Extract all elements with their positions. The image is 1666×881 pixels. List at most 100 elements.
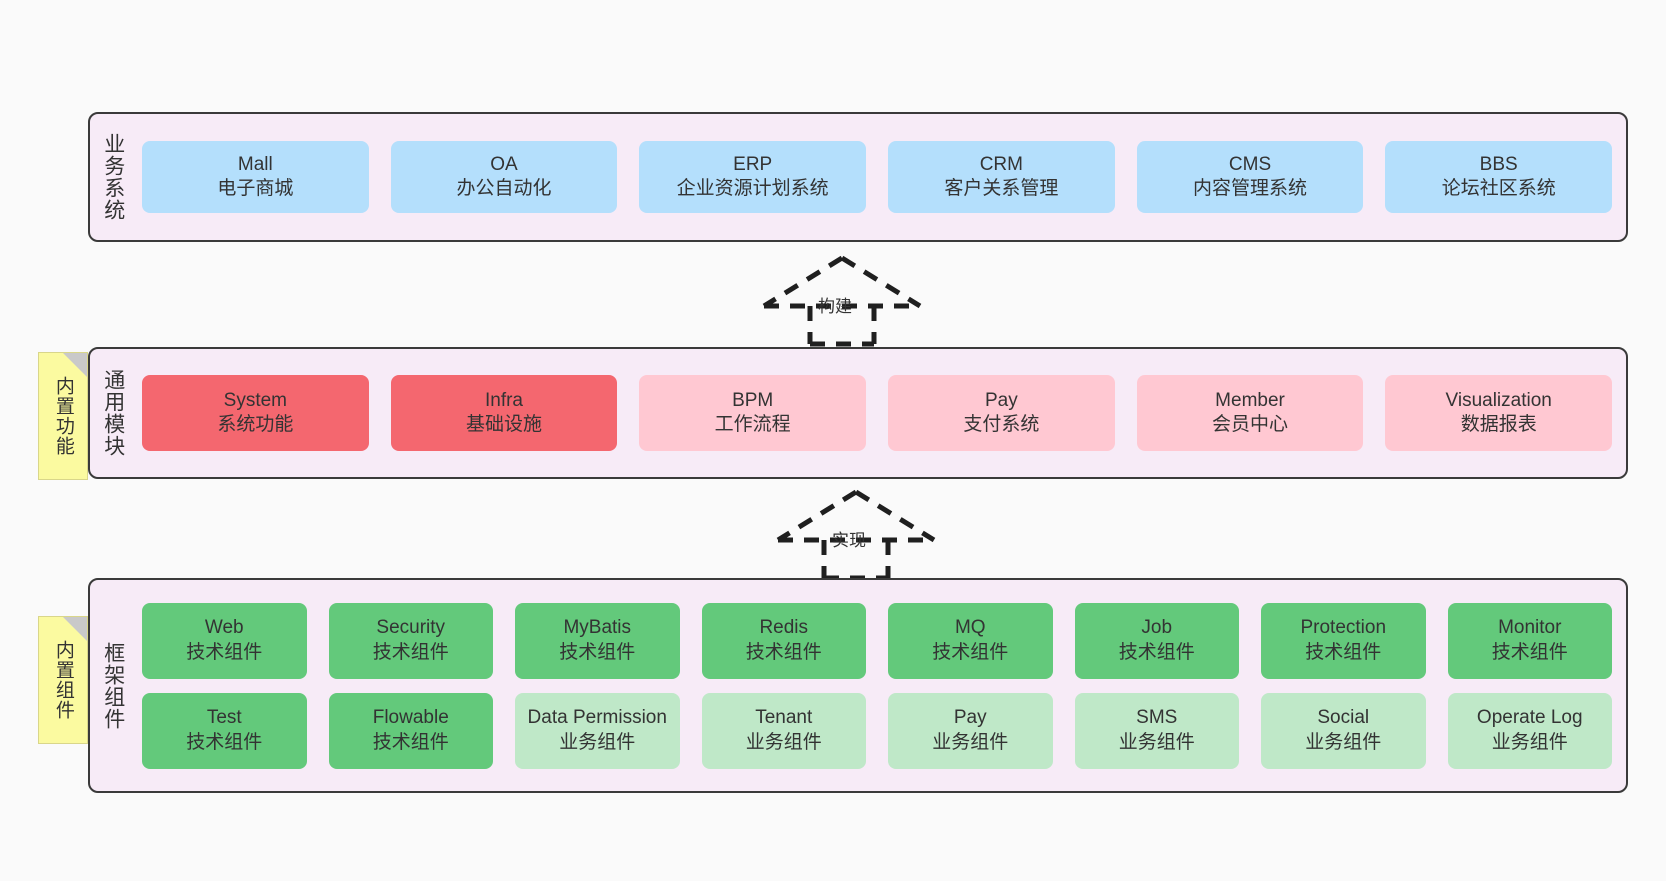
component-card-mq[interactable]: MQ 技术组件 — [888, 602, 1053, 679]
card-subtitle: 技术组件 — [372, 731, 449, 753]
card-title: Operate Log — [1476, 707, 1583, 729]
card-title: Flowable — [372, 707, 449, 729]
card-title: BPM — [732, 389, 774, 411]
component-card-web[interactable]: Web 技术组件 — [142, 602, 307, 679]
card-title: Member — [1215, 389, 1285, 411]
module-card-pay[interactable]: Pay 支付系统 — [888, 375, 1115, 451]
card-title: System — [223, 389, 288, 411]
sticky-note-builtin-component: 内置组件 — [38, 616, 88, 744]
layer-row: Mall 电子商城 OA 办公自动化 ERP 企业资源计划系统 CRM 客户关系… — [142, 141, 1613, 213]
layer-title-framework: 框架组件 — [101, 641, 125, 730]
card-subtitle: 技术组件 — [1491, 641, 1568, 663]
card-title: Infra — [484, 389, 524, 411]
card-subtitle: 技术组件 — [1305, 641, 1382, 663]
component-card-redis[interactable]: Redis 技术组件 — [701, 602, 866, 679]
module-card-oa[interactable]: OA 办公自动化 — [390, 141, 618, 213]
card-title: Redis — [759, 617, 809, 639]
module-card-crm[interactable]: CRM 客户关系管理 — [888, 141, 1115, 213]
card-subtitle: 办公自动化 — [456, 178, 552, 199]
component-card-security[interactable]: Security 技术组件 — [328, 602, 493, 679]
card-title: Job — [1141, 617, 1173, 639]
layer-title-business: 业务系统 — [101, 133, 125, 221]
component-card-sms[interactable]: SMS 业务组件 — [1074, 692, 1239, 769]
component-card-operate-log[interactable]: Operate Log 业务组件 — [1447, 692, 1612, 769]
module-card-mall[interactable]: Mall 电子商城 — [142, 141, 369, 213]
module-card-system[interactable]: System 系统功能 — [142, 375, 369, 451]
component-card-data-permission[interactable]: Data Permission 业务组件 — [515, 692, 680, 769]
component-card-protection[interactable]: Protection 技术组件 — [1261, 602, 1426, 679]
component-card-pay[interactable]: Pay 业务组件 — [888, 692, 1053, 769]
card-title: Protection — [1300, 617, 1387, 639]
sticky-note-text: 内置组件 — [52, 640, 74, 720]
card-title: Social — [1317, 707, 1370, 729]
card-subtitle: 支付系统 — [963, 414, 1040, 435]
layer-body-framework: Web 技术组件 Security 技术组件 MyBatis 技术组件 Redi… — [136, 580, 1626, 791]
layer-row: Web 技术组件 Security 技术组件 MyBatis 技术组件 Redi… — [142, 602, 1612, 679]
card-subtitle: 技术组件 — [932, 641, 1009, 663]
card-title: Monitor — [1498, 617, 1562, 639]
card-subtitle: 业务组件 — [932, 731, 1009, 753]
generalization-arrow-build: 构建 — [752, 252, 932, 347]
layer-body-business: Mall 电子商城 OA 办公自动化 ERP 企业资源计划系统 CRM 客户关系… — [136, 114, 1626, 240]
module-card-visualization[interactable]: Visualization 数据报表 — [1385, 375, 1613, 451]
card-subtitle: 工作流程 — [714, 414, 791, 435]
card-title: Visualization — [1445, 389, 1552, 411]
generalization-arrow-up-icon — [762, 255, 922, 347]
module-card-cms[interactable]: CMS 内容管理系统 — [1136, 141, 1364, 213]
module-card-bbs[interactable]: BBS 论坛社区系统 — [1385, 141, 1613, 213]
card-title: Tenant — [755, 707, 813, 729]
card-subtitle: 技术组件 — [745, 641, 822, 663]
card-subtitle: 技术组件 — [559, 641, 636, 663]
module-card-erp[interactable]: ERP 企业资源计划系统 — [639, 141, 867, 213]
card-subtitle: 会员中心 — [1212, 414, 1289, 435]
component-card-social[interactable]: Social 业务组件 — [1261, 692, 1426, 769]
card-title: Security — [376, 617, 446, 639]
card-title: OA — [490, 153, 518, 175]
card-subtitle: 业务组件 — [1305, 731, 1382, 753]
card-subtitle: 业务组件 — [1491, 731, 1568, 753]
component-card-job[interactable]: Job 技术组件 — [1074, 602, 1239, 679]
card-title: CRM — [979, 153, 1023, 175]
arrow-label-build: 构建 — [818, 297, 852, 316]
layer-row: Test 技术组件 Flowable 技术组件 Data Permission … — [142, 692, 1612, 769]
card-subtitle: 技术组件 — [186, 641, 263, 663]
card-subtitle: 业务组件 — [745, 731, 822, 753]
card-subtitle: 内容管理系统 — [1193, 178, 1308, 199]
card-subtitle: 技术组件 — [372, 641, 449, 663]
arrow-label-implement: 实现 — [832, 531, 866, 550]
component-card-monitor[interactable]: Monitor 技术组件 — [1447, 602, 1612, 679]
card-title: Pay — [984, 389, 1018, 411]
module-card-infra[interactable]: Infra 基础设施 — [390, 375, 618, 451]
sticky-note-builtin-function: 内置功能 — [38, 352, 88, 480]
component-card-flowable[interactable]: Flowable 技术组件 — [328, 692, 493, 769]
card-title: SMS — [1136, 707, 1178, 729]
component-card-mybatis[interactable]: MyBatis 技术组件 — [515, 602, 680, 679]
card-subtitle: 技术组件 — [186, 731, 263, 753]
card-title: MQ — [954, 617, 986, 639]
card-title: Pay — [953, 707, 987, 729]
card-title: Mall — [237, 153, 273, 175]
layer-row: System 系统功能 Infra 基础设施 BPM 工作流程 Pay 支付系统… — [142, 375, 1613, 451]
component-card-tenant[interactable]: Tenant 业务组件 — [701, 692, 866, 769]
sticky-note-text: 内置功能 — [52, 376, 74, 456]
card-subtitle: 系统功能 — [217, 414, 294, 435]
card-title: BBS — [1479, 153, 1518, 175]
module-card-bpm[interactable]: BPM 工作流程 — [639, 375, 867, 451]
card-subtitle: 数据报表 — [1460, 414, 1537, 435]
card-subtitle: 论坛社区系统 — [1441, 178, 1556, 199]
card-subtitle: 电子商城 — [217, 178, 294, 199]
card-subtitle: 企业资源计划系统 — [676, 178, 829, 199]
card-subtitle: 业务组件 — [559, 731, 636, 753]
card-title: Web — [204, 617, 244, 639]
layer-title-modules: 通用模块 — [101, 369, 125, 457]
layer-framework-components: 框架组件 Web 技术组件 Security 技术组件 MyBatis 技术组件… — [88, 578, 1628, 793]
card-title: CMS — [1228, 153, 1272, 175]
card-subtitle: 技术组件 — [1118, 641, 1195, 663]
module-card-member[interactable]: Member 会员中心 — [1136, 375, 1364, 451]
component-card-test[interactable]: Test 技术组件 — [142, 692, 307, 769]
card-subtitle: 基础设施 — [466, 414, 543, 435]
generalization-arrow-implement: 实现 — [766, 486, 946, 581]
layer-body-modules: System 系统功能 Infra 基础设施 BPM 工作流程 Pay 支付系统… — [136, 349, 1626, 477]
layer-business-systems: 业务系统 Mall 电子商城 OA 办公自动化 ERP 企业资源计划系统 CRM… — [88, 112, 1628, 242]
card-subtitle: 业务组件 — [1118, 731, 1195, 753]
